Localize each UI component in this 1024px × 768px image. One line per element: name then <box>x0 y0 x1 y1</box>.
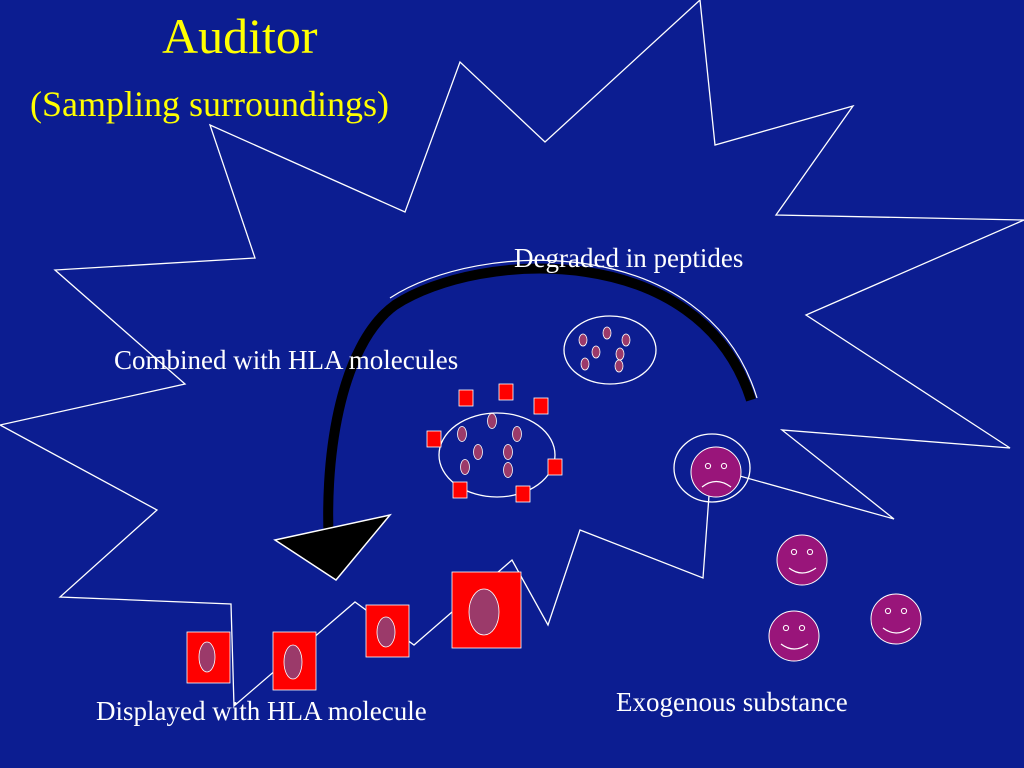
label-combined: Combined with HLA molecules <box>114 345 459 375</box>
peptide <box>578 333 588 347</box>
processing-arrow-body <box>323 263 756 561</box>
hla-molecule <box>547 458 563 476</box>
engulfed-substance-group <box>673 433 751 503</box>
peptide <box>615 347 625 361</box>
face-eye <box>720 462 728 470</box>
peptide <box>512 426 522 442</box>
face-eye <box>704 462 712 470</box>
face-eye <box>900 607 908 615</box>
face-eye <box>806 548 814 556</box>
processing-arrow-edge <box>389 259 758 399</box>
hla-vesicle <box>438 412 556 498</box>
peptide <box>580 357 590 371</box>
face-eye <box>782 624 790 632</box>
cell-outline <box>0 0 1024 708</box>
face-mouth <box>701 480 732 488</box>
peptide <box>198 641 216 673</box>
hla-combination-group <box>426 383 563 503</box>
label-exogenous: Exogenous substance <box>616 687 848 717</box>
slide-subtitle: (Sampling surroundings) <box>30 84 389 124</box>
displayed-hla-group <box>186 571 522 691</box>
smiley-face-icon <box>768 610 820 662</box>
exogenous-substances-group <box>768 534 922 662</box>
face-mouth <box>788 567 817 574</box>
hla-molecule <box>515 485 531 503</box>
peptide <box>621 333 631 347</box>
face-eye <box>790 548 798 556</box>
face-mouth <box>882 627 911 634</box>
sad-face-icon <box>690 446 742 498</box>
smiley-face-icon <box>870 593 922 645</box>
peptide <box>468 588 500 636</box>
peptide <box>602 326 612 340</box>
peptide <box>460 459 470 475</box>
hla-display-box <box>186 631 231 684</box>
face-eye <box>798 624 806 632</box>
peptide-vesicle <box>563 315 657 385</box>
peptide <box>376 616 396 648</box>
hla-molecule <box>498 383 514 401</box>
processing-arrowhead <box>273 513 392 581</box>
peptide <box>487 413 497 429</box>
face-mouth <box>780 643 809 650</box>
hla-molecule <box>452 481 468 499</box>
label-degraded: Degraded in peptides <box>514 243 744 273</box>
peptide <box>591 345 601 359</box>
degraded-peptides-group <box>563 315 657 385</box>
hla-molecule <box>426 430 442 448</box>
phagosome <box>673 433 751 503</box>
peptide <box>503 462 513 478</box>
hla-molecule <box>458 389 474 407</box>
peptide <box>457 426 467 442</box>
peptide <box>503 444 513 460</box>
peptide <box>614 359 624 373</box>
label-displayed: Displayed with HLA molecule <box>96 696 427 726</box>
smiley-face-icon <box>776 534 828 586</box>
slide-title: Auditor <box>162 8 318 64</box>
peptide <box>473 444 483 460</box>
face-eye <box>884 607 892 615</box>
peptide <box>283 644 303 680</box>
hla-molecule <box>533 397 549 415</box>
